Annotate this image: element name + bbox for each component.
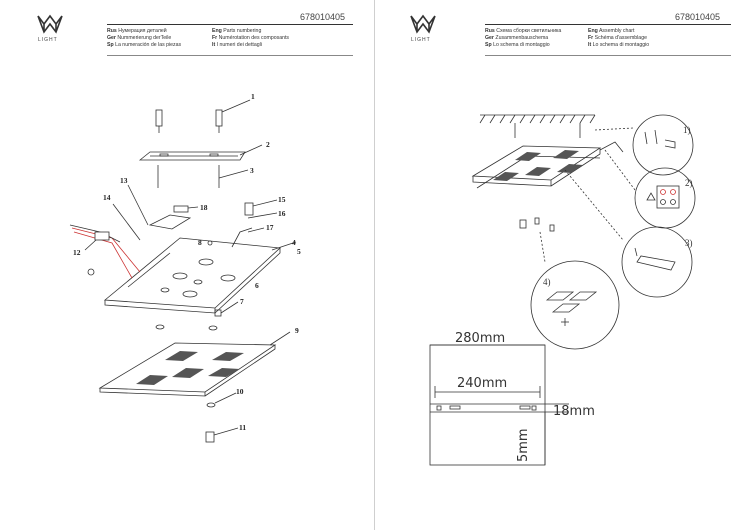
- detail-circle-3: [621, 226, 693, 298]
- dimension-drawing: [429, 344, 569, 466]
- assembly-chart-sheet: LIGHT 678010405 Rus Схема сборки светиль…: [375, 0, 750, 530]
- header-languages-left: Rus Нумерация деталей Ger Nummerierung d…: [107, 28, 182, 49]
- header-languages-right: Eng Parts numbering Fr Numérotation des …: [212, 28, 289, 49]
- brand-logo-icon: [37, 14, 63, 34]
- dimension-mount-width-label: 240mm: [457, 376, 507, 391]
- exploded-parts-drawing: 1 2 3 4 5 6 7 8 9 10 11 12 13 14 15 16 1…: [69, 92, 301, 443]
- part-number-14: 14: [103, 193, 111, 202]
- base-plate-icon: [103, 237, 297, 314]
- diffuser-panel-icon: [98, 331, 291, 397]
- article-number: 678010405: [675, 12, 721, 22]
- page-divider: [374, 0, 375, 530]
- ceiling-fixture-icon: [471, 141, 624, 189]
- part-number-12: 12: [73, 248, 81, 257]
- header-languages-right: Eng Assembly chart Fr Schéma d'assemblag…: [588, 28, 650, 49]
- mounting-bracket-icon: [138, 144, 263, 161]
- part-number-17: 17: [266, 223, 274, 232]
- ceiling-hatch-icon: [479, 114, 596, 138]
- screw-icon: [157, 165, 249, 188]
- part-number-11: 11: [239, 423, 246, 432]
- wall-anchor-icon: [155, 99, 251, 133]
- parts-numbering-sheet: LIGHT 678010405 Rus Нумерация деталей Ge…: [37, 12, 353, 443]
- part-number-6: 6: [255, 281, 259, 290]
- part-number-1: 1: [251, 92, 255, 101]
- detail-circle-1: [632, 114, 694, 176]
- part-number-8: 8: [198, 238, 202, 247]
- header-rule: [485, 24, 731, 25]
- brand-logo-icon: [410, 14, 436, 34]
- part-number-2: 2: [266, 140, 270, 149]
- dimension-width-label: 280mm: [455, 331, 505, 346]
- header-bottom-rule: [107, 55, 353, 56]
- brand-logo-text: LIGHT: [38, 37, 58, 43]
- part-number-18: 18: [200, 203, 208, 212]
- dimension-offset-label: 5mm: [516, 428, 531, 462]
- header-rule: [107, 24, 353, 25]
- header-bottom-rule: [485, 55, 731, 56]
- article-number: 678010405: [300, 12, 346, 22]
- header-languages-left: Rus Схема сборки светильника Ger Zusamme…: [485, 28, 562, 49]
- part-number-4: 4: [292, 238, 296, 247]
- step-label-2: 2): [685, 178, 693, 188]
- part-number-3: 3: [250, 166, 254, 175]
- part-number-10: 10: [236, 387, 244, 396]
- part-number-7: 7: [240, 297, 244, 306]
- part-number-13: 13: [120, 176, 128, 185]
- part-number-9: 9: [295, 326, 299, 335]
- brand-logo-text: LIGHT: [411, 37, 431, 43]
- step-label-4: 4): [543, 277, 551, 287]
- dimension-depth-label: 18mm: [553, 404, 595, 419]
- step-label-1: 1): [683, 125, 691, 135]
- part-number-15: 15: [278, 195, 286, 204]
- part-number-16: 16: [278, 209, 286, 218]
- part-number-5: 5: [297, 247, 301, 256]
- assembly-drawing: 1) 2) 3) 4) 280mm 240mm 18mm 5mm: [429, 114, 696, 466]
- detail-circle-4: [530, 260, 620, 350]
- step-label-3: 3): [685, 238, 693, 248]
